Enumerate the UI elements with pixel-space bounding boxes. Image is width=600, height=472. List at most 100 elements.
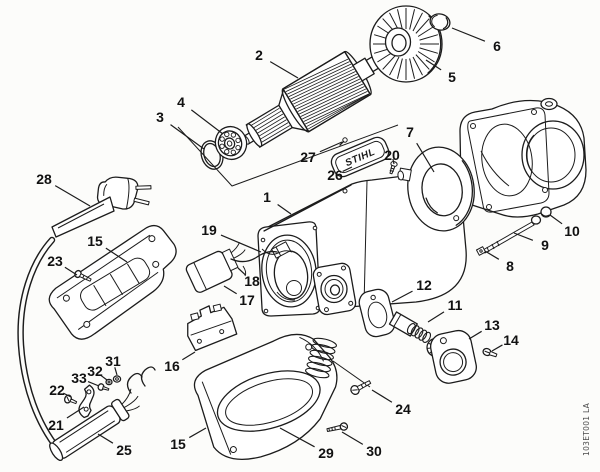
winding-line	[293, 73, 358, 105]
callout-leader-2	[269, 61, 299, 79]
bearing-ball	[224, 131, 230, 138]
callout-leader-7	[416, 142, 435, 173]
fan-fin	[419, 47, 439, 54]
callout-label-12: 12	[416, 277, 432, 293]
part-screw-14	[482, 347, 498, 358]
winding-line	[284, 58, 349, 90]
fan-fin	[412, 12, 423, 32]
part-ball-bearing	[214, 125, 248, 161]
part-screw-33	[97, 383, 110, 391]
fan-fin	[396, 58, 403, 79]
part-screw-27	[339, 137, 348, 146]
callout-leader-29	[279, 427, 315, 448]
callout-label-32: 32	[87, 363, 103, 379]
bearing-ball	[224, 149, 230, 155]
callout-label-6: 6	[493, 38, 501, 54]
fan-fin	[389, 56, 400, 76]
callout-leader-21	[66, 406, 85, 419]
callout-label-26: 26	[327, 167, 343, 183]
callout-leader-22	[63, 392, 72, 398]
callout-leader-10	[549, 214, 563, 225]
bearing-ball	[230, 132, 237, 138]
winding-line	[288, 66, 353, 97]
part-nut-32	[105, 378, 113, 386]
bearing-ball	[235, 137, 241, 144]
callout-label-23: 23	[47, 253, 63, 269]
callout-leader-12	[391, 290, 413, 303]
callout-leader-30	[341, 431, 364, 445]
plug-cable-sleeve	[51, 196, 115, 238]
callout-label-3: 3	[156, 109, 164, 125]
callout-leader-15a	[105, 247, 128, 263]
callout-label-19: 19	[201, 222, 217, 238]
housing-bearing-boss	[312, 262, 357, 316]
bearing-ball	[230, 149, 236, 155]
callout-leader-3	[170, 124, 205, 150]
callout-label-10: 10	[564, 223, 580, 239]
callout-leader-19	[220, 234, 262, 253]
callout-leader-17	[223, 285, 237, 295]
part-nut-8	[476, 246, 486, 256]
callout-label-22: 22	[49, 382, 65, 398]
callout-leader-15b	[188, 427, 207, 439]
callout-leader-20	[392, 158, 395, 165]
callout-leader-6	[451, 27, 486, 42]
callout-leader-9	[513, 232, 534, 241]
callout-label-2: 2	[255, 47, 263, 63]
part-motor-housing	[257, 170, 467, 317]
part-screw-22	[64, 394, 78, 405]
winding-line	[291, 71, 356, 102]
bearing-ball	[219, 136, 225, 142]
callout-leader-14	[491, 344, 503, 352]
commutator-bar	[256, 119, 287, 139]
winding-line	[297, 81, 362, 112]
commutator-bars	[249, 107, 291, 144]
spring-coil	[422, 331, 432, 343]
callout-label-11: 11	[448, 297, 463, 313]
commutator-bar	[254, 116, 285, 136]
brush-spring	[406, 323, 432, 343]
callout-label-5: 5	[448, 69, 456, 85]
callout-label-15a: 15	[87, 233, 103, 249]
part-cap-nut	[429, 13, 451, 31]
callout-leader-13	[468, 330, 482, 340]
part-bearing-cover-ring	[397, 146, 475, 232]
part-screw-30	[326, 422, 349, 432]
commutator-bar	[259, 125, 291, 144]
callout-leader-23	[64, 266, 78, 276]
winding-line	[308, 93, 370, 130]
callout-label-29: 29	[318, 445, 334, 461]
fan-fin	[415, 18, 430, 34]
fan-fin	[382, 54, 397, 70]
part-washer-31	[112, 375, 122, 383]
fan-fin	[409, 9, 416, 30]
winding-line	[290, 68, 355, 100]
part-fan-wheel	[369, 5, 443, 83]
winding-line	[306, 93, 370, 127]
callout-label-24: 24	[395, 401, 411, 417]
callout-label-31: 31	[105, 353, 121, 369]
callout-label-18: 18	[244, 273, 260, 289]
winding-line	[285, 61, 350, 93]
spring-coil	[309, 349, 334, 361]
plug-cable-seam	[57, 203, 105, 229]
callout-label-15b: 15	[170, 436, 186, 452]
spring-coil	[410, 325, 420, 337]
alignment-lines	[177, 124, 399, 388]
callout-label-4: 4	[177, 94, 185, 110]
spring-coil	[418, 329, 428, 341]
fan-fin	[409, 58, 416, 79]
part-screw-24	[350, 380, 372, 396]
spring-coil	[306, 361, 331, 373]
part-gear-head-housing	[459, 97, 587, 218]
commutator-bar	[257, 122, 289, 141]
spring-coil	[414, 327, 424, 339]
callout-leader-25	[97, 433, 114, 444]
bearing-ball	[219, 143, 225, 149]
part-clamp	[78, 384, 95, 419]
wire-hook	[126, 372, 143, 394]
fan-fin	[412, 56, 423, 76]
callout-leader-1	[277, 204, 292, 215]
callout-label-27: 27	[300, 149, 316, 165]
